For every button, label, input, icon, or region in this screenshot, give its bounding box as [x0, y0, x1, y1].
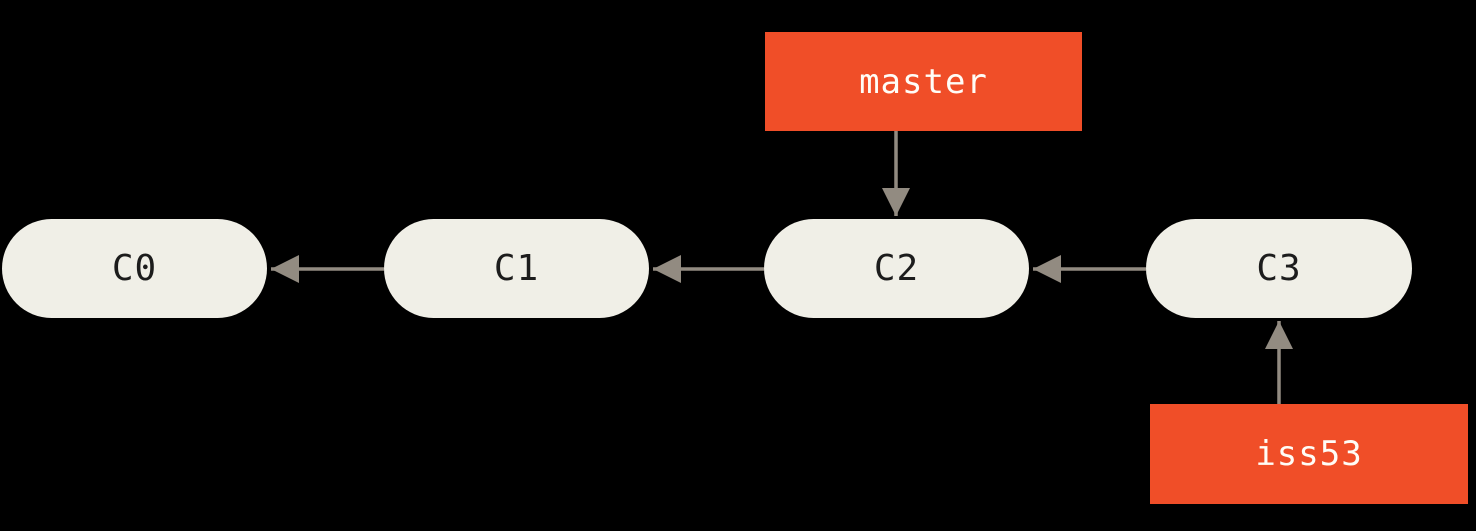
- commit-node-c0: C0: [2, 219, 267, 318]
- commit-node-c3: C3: [1146, 219, 1412, 318]
- commit-label-c0: C0: [111, 247, 158, 289]
- commit-label-c2: C2: [873, 247, 920, 289]
- commit-node-c2: C2: [764, 219, 1029, 318]
- branch-text-master: master: [859, 61, 988, 102]
- branch-label-iss53: iss53: [1150, 404, 1468, 504]
- commit-label-c3: C3: [1256, 247, 1302, 289]
- branch-label-master: master: [765, 32, 1082, 131]
- branch-text-iss53: iss53: [1255, 434, 1363, 474]
- commit-node-c1: C1: [384, 219, 649, 318]
- commit-label-c1: C1: [493, 247, 540, 289]
